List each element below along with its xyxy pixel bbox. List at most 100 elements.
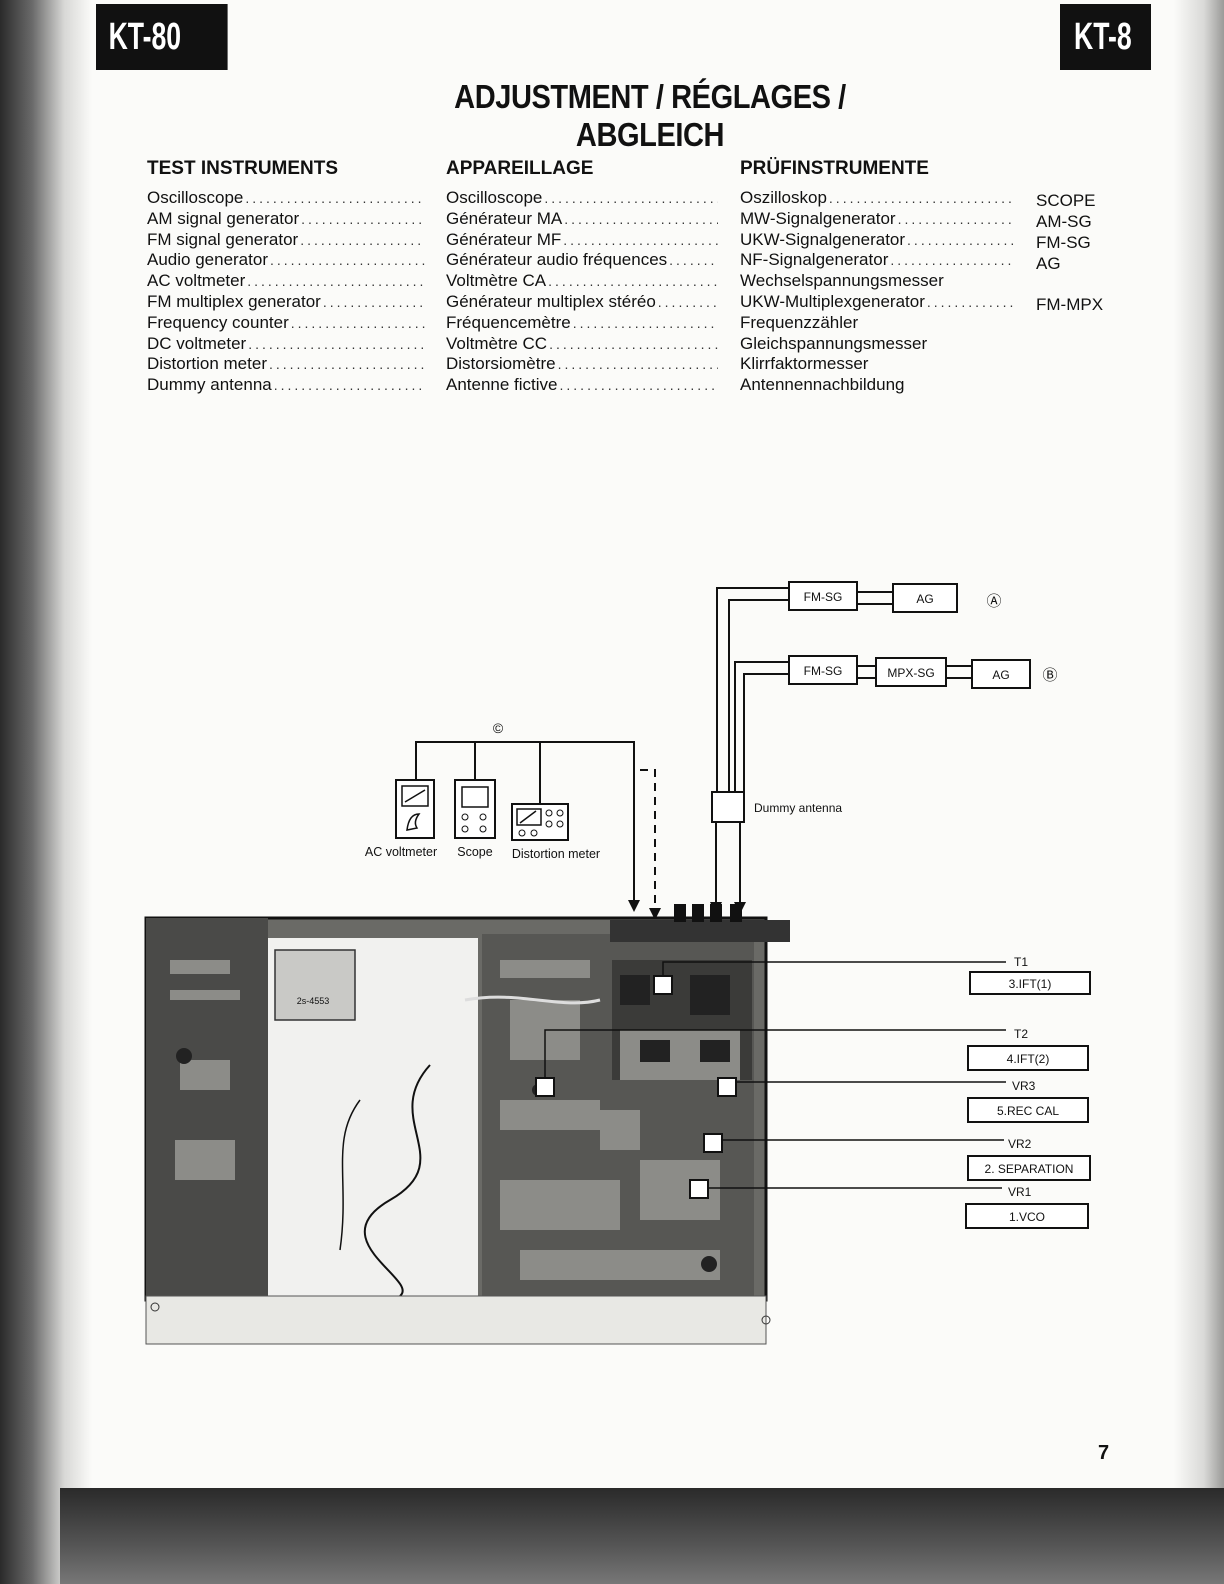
instrument-label: Distortion meter (512, 847, 600, 861)
transformer-marking: 2s-4553 (297, 996, 330, 1006)
instrument-row: Générateur MA (446, 209, 718, 230)
instrument-name: Distortion meter (147, 354, 267, 374)
instrument-name: Wechselspannungsmesser (740, 271, 944, 291)
instrument-name: Générateur audio fréquences (446, 250, 668, 270)
model-tab-left: KT-80 (96, 4, 228, 70)
instrument-name: Gleichspannungsmesser (740, 333, 928, 353)
abbreviation: AG (1036, 254, 1061, 273)
abbreviation: AM-SG (1036, 212, 1092, 231)
instrument-name: Voltmètre CA (446, 271, 547, 291)
instrument-row: Oscilloscope (446, 188, 718, 209)
scope-icon (454, 779, 496, 839)
instrument-row: DC voltmeter (147, 334, 425, 355)
instrument-name: FM signal generator (147, 229, 299, 249)
instrument-label: AC voltmeter (365, 845, 437, 859)
instrument-row: Oscilloscope (147, 188, 425, 209)
instrument-row: Antenne fictive (446, 375, 718, 396)
instrument-name: Oscilloscope (446, 188, 543, 207)
abbreviation: FM-MPX (1036, 295, 1104, 314)
page-binding-shadow (0, 0, 92, 1584)
instrument-row: Générateur multiplex stéréo (446, 292, 718, 313)
mpx-sg-box (875, 657, 947, 687)
callout-label: 2. SEPARATION (985, 1162, 1074, 1176)
instrument-row: UKW-Multiplexgenerator (740, 292, 1015, 313)
instrument-row: FM signal generator (147, 230, 425, 251)
page-title: ADJUSTMENT / RÉGLAGES / ABGLEICH (454, 78, 846, 153)
callout-t1: T1 3.IFT(1) (969, 955, 1091, 995)
instrument-name: Oszilloskop (740, 188, 827, 207)
abbreviation: SCOPE (1036, 191, 1096, 210)
column-german: PRÜFINSTRUMENTE OszilloskopMW-Signalgene… (740, 158, 1015, 396)
fm-sg-label: FM-SG (804, 590, 843, 604)
cable-setup-a (716, 587, 788, 792)
callout-vr2: VR2 2. SEPARATION (967, 1137, 1091, 1181)
instrument-row: Voltmètre CA (446, 271, 718, 292)
tuner-chassis-photo: 2s-4553 (144, 904, 790, 1345)
instrument-row: Gleichspannungsmesser (740, 334, 1015, 355)
callout-ref: T1 (1014, 955, 1028, 969)
callout-label: 4.IFT(2) (1007, 1052, 1050, 1066)
callout-vr3: VR3 5.REC CAL (967, 1079, 1089, 1123)
instrument-name: UKW-Signalgenerator (740, 229, 906, 249)
instrument-name: Dummy antenna (147, 375, 272, 395)
instrument-name: UKW-Multiplexgenerator (740, 291, 925, 311)
instrument-name: NF-Signalgenerator (740, 250, 889, 270)
instrument-name: AM signal generator (147, 208, 300, 228)
instrument-name: MW-Signalgenerator (740, 208, 896, 228)
instrument-row: Générateur audio fréquences (446, 250, 718, 271)
instrument-row: Fréquencemètre (446, 313, 718, 334)
instrument-row: UKW-Signalgenerator (740, 230, 1015, 251)
setup-b-marker: Ⓑ (1042, 667, 1057, 684)
setup-c-marker: © (493, 720, 504, 736)
callout-ref: T2 (1014, 1027, 1028, 1041)
column-english: TEST INSTRUMENTS OscilloscopeAM signal g… (147, 158, 425, 396)
instrument-row: Antennennachbildung (740, 375, 1015, 396)
instrument-list-german: OszilloskopMW-SignalgeneratorUKW-Signalg… (740, 188, 1015, 396)
instrument-name: Générateur multiplex stéréo (446, 291, 656, 311)
instrument-row: MW-Signalgenerator (740, 209, 1015, 230)
column-heading: PRÜFINSTRUMENTE (740, 158, 929, 179)
instrument-row: Oszilloskop (740, 188, 1015, 209)
ag-label: AG (916, 592, 933, 606)
instrument-row: AM signal generator (147, 209, 425, 230)
instrument-name: FM multiplex generator (147, 291, 321, 311)
instrument-row: NF-Signalgenerator (740, 250, 1015, 271)
cable-setup-b (734, 661, 788, 792)
callout-ref: VR2 (1008, 1137, 1032, 1151)
instrument-row: AC voltmeter (147, 271, 425, 292)
instrument-list-english: OscilloscopeAM signal generatorFM signal… (147, 188, 425, 396)
instrument-row: Distorsiomètre (446, 354, 718, 375)
callout-label: 1.VCO (1009, 1210, 1045, 1224)
instrument-name: Voltmètre CC (446, 333, 548, 353)
callout-ref: VR3 (1012, 1079, 1036, 1093)
callout-vr1: VR1 1.VCO (965, 1185, 1089, 1229)
scan-bottom-shadow (60, 1488, 1224, 1584)
instrument-name: Audio generator (147, 250, 268, 270)
fm-sg-label: FM-SG (804, 664, 843, 678)
dummy-antenna-box (711, 791, 745, 823)
fm-sg-box (788, 655, 858, 685)
ac-voltmeter-icon (395, 779, 435, 839)
callout-t2: T2 4.IFT(2) (967, 1027, 1089, 1071)
column-french: APPAREILLAGE OscilloscopeGénérateur MAGé… (446, 158, 718, 396)
model-tab-right: KT-8 (1060, 4, 1151, 70)
column-heading: APPAREILLAGE (446, 158, 594, 179)
ag-box (971, 659, 1031, 689)
mpx-sg-label: MPX-SG (887, 666, 934, 680)
instrument-name: AC voltmeter (147, 271, 246, 291)
setup-b: FM-SG MPX-SG AG Ⓑ (788, 655, 1058, 689)
instrument-name: Frequenzzähler (740, 312, 859, 332)
callout-ref: VR1 (1008, 1185, 1032, 1199)
ag-box (892, 583, 958, 613)
dummy-antenna-label: Dummy antenna (754, 801, 842, 815)
page-edge-shadow (1174, 0, 1224, 1584)
instrument-row: Frequency counter (147, 313, 425, 334)
instrument-name: Oscilloscope (147, 188, 244, 207)
cable-setup-b (743, 673, 788, 792)
abbreviation: FM-SG (1036, 233, 1091, 252)
instrument-name: Générateur MF (446, 229, 562, 249)
instrument-name: Distorsiomètre (446, 354, 556, 374)
instrument-row: Klirrfaktormesser (740, 354, 1015, 375)
instrument-row: Audio generator (147, 250, 425, 271)
